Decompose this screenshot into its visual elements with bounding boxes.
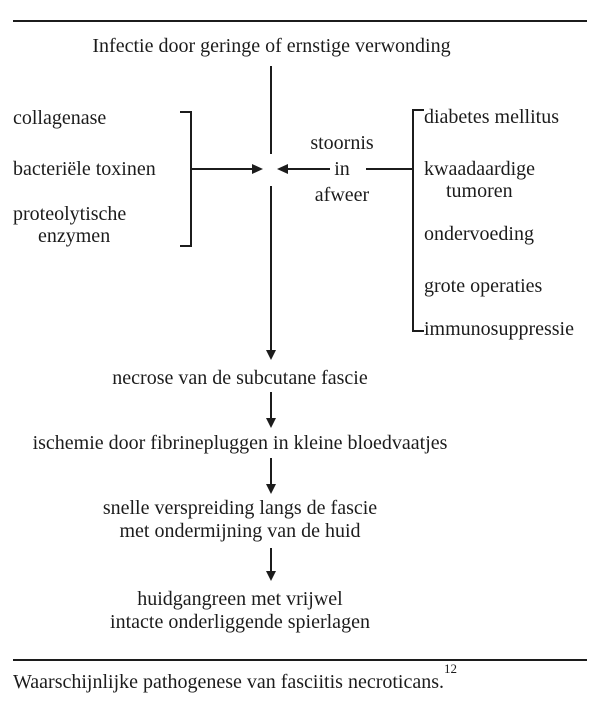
figure-caption: Waarschijnlijke pathogenese van fasciiti…: [13, 662, 457, 693]
center-line-upper: [270, 66, 272, 154]
down-arrow: [265, 392, 276, 428]
step-text: necrose van de subcutane fascie: [112, 367, 368, 389]
right-to-center-arrowhead: [277, 163, 288, 174]
left-to-center-arrow-line: [192, 168, 254, 170]
step-text: ischemie door fibrinepluggen in kleine b…: [32, 432, 448, 454]
right-factor-label: diabetes mellitus: [424, 106, 559, 128]
bottom-rule: [13, 659, 587, 661]
right-factor-label: ondervoeding: [424, 223, 534, 245]
center-label-line: stoornis: [310, 132, 374, 154]
left-factor-label: enzymen: [38, 225, 111, 247]
step-text-line: intacte onderliggende spierlagen: [110, 611, 370, 633]
left-factor-label: collagenase: [13, 107, 107, 129]
right-factor-label: grote operaties: [424, 275, 543, 297]
top-rule: [13, 20, 587, 22]
right-group-bracket: [412, 109, 424, 332]
center-label-line: in: [334, 158, 350, 180]
step-text-line: met ondermijning van de huid: [119, 520, 361, 542]
down-arrow: [265, 458, 276, 494]
step-text-line: snelle verspreiding langs de fascie: [102, 497, 378, 519]
right-factor-label: immunosuppressie: [424, 318, 574, 340]
step-text-line: huidgangreen met vrijwel: [137, 588, 343, 610]
left-factor-label: proteolytische: [13, 203, 127, 225]
center-label: stoornis in afweer: [298, 130, 386, 208]
left-group-bracket: [180, 111, 192, 247]
left-factor-label: bacteriële toxinen: [13, 158, 156, 180]
caption-reference-superscript: 12: [444, 661, 458, 677]
down-arrow: [265, 548, 276, 581]
caption-text: Waarschijnlijke pathogenese van fasciiti…: [13, 671, 445, 693]
center-to-right-connector-line: [366, 168, 412, 170]
diagram-title: Infectie door geringe of ernstige verwon…: [92, 35, 451, 57]
right-to-center-arrow-line: [288, 168, 330, 170]
step-text: snelle verspreiding langs de fascie met …: [0, 497, 480, 543]
center-line-lower-arrow: [265, 186, 276, 360]
step-text: huidgangreen met vrijwel intacte onderli…: [0, 588, 480, 634]
right-factor-label: kwaadaardige: [424, 158, 536, 180]
left-to-center-arrowhead: [252, 163, 263, 174]
right-factor-label: tumoren: [446, 180, 513, 202]
center-label-line: afweer: [314, 184, 370, 206]
